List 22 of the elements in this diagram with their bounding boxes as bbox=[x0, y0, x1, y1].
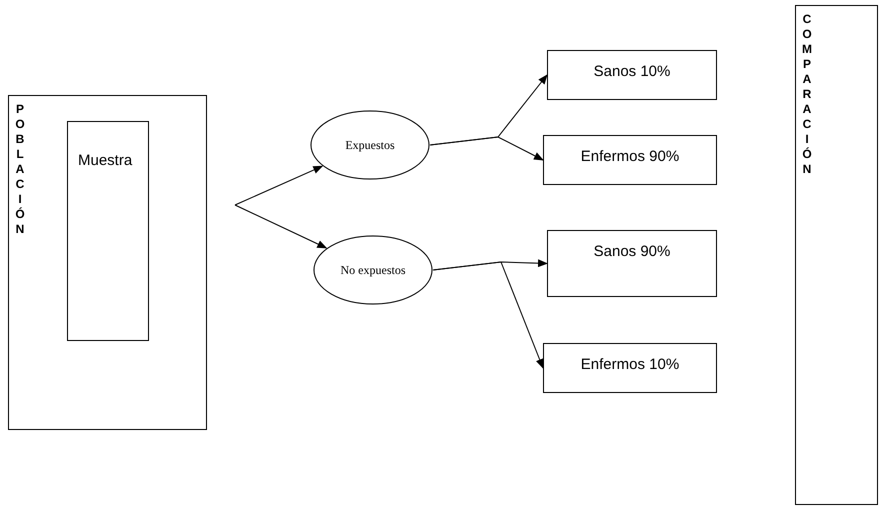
node-label: Sanos 10% bbox=[592, 63, 672, 80]
process-box bbox=[547, 230, 717, 297]
arrow bbox=[430, 136, 544, 160]
node-label: No expuestos bbox=[340, 262, 406, 279]
node-label: Enfermos 10% bbox=[580, 356, 680, 373]
process-box bbox=[543, 135, 717, 185]
process-box bbox=[67, 121, 149, 341]
node-label: Enfermos 90% bbox=[580, 148, 680, 165]
arrow bbox=[234, 204, 328, 248]
node-label: Expuestos bbox=[344, 137, 396, 154]
process-box bbox=[543, 343, 717, 393]
process-box bbox=[795, 5, 878, 505]
node-label: Sanos 90% bbox=[592, 243, 672, 260]
node-label: Muestra bbox=[78, 152, 134, 169]
vertical-heading: COMPARACIÓN bbox=[802, 12, 812, 177]
process-box bbox=[547, 50, 717, 100]
arrow bbox=[234, 166, 324, 206]
process-box bbox=[8, 95, 207, 430]
ellipse-node bbox=[313, 235, 433, 305]
vertical-heading: POBLACIÓN bbox=[15, 102, 25, 237]
arrow bbox=[432, 261, 544, 369]
ellipse-node bbox=[310, 110, 430, 180]
